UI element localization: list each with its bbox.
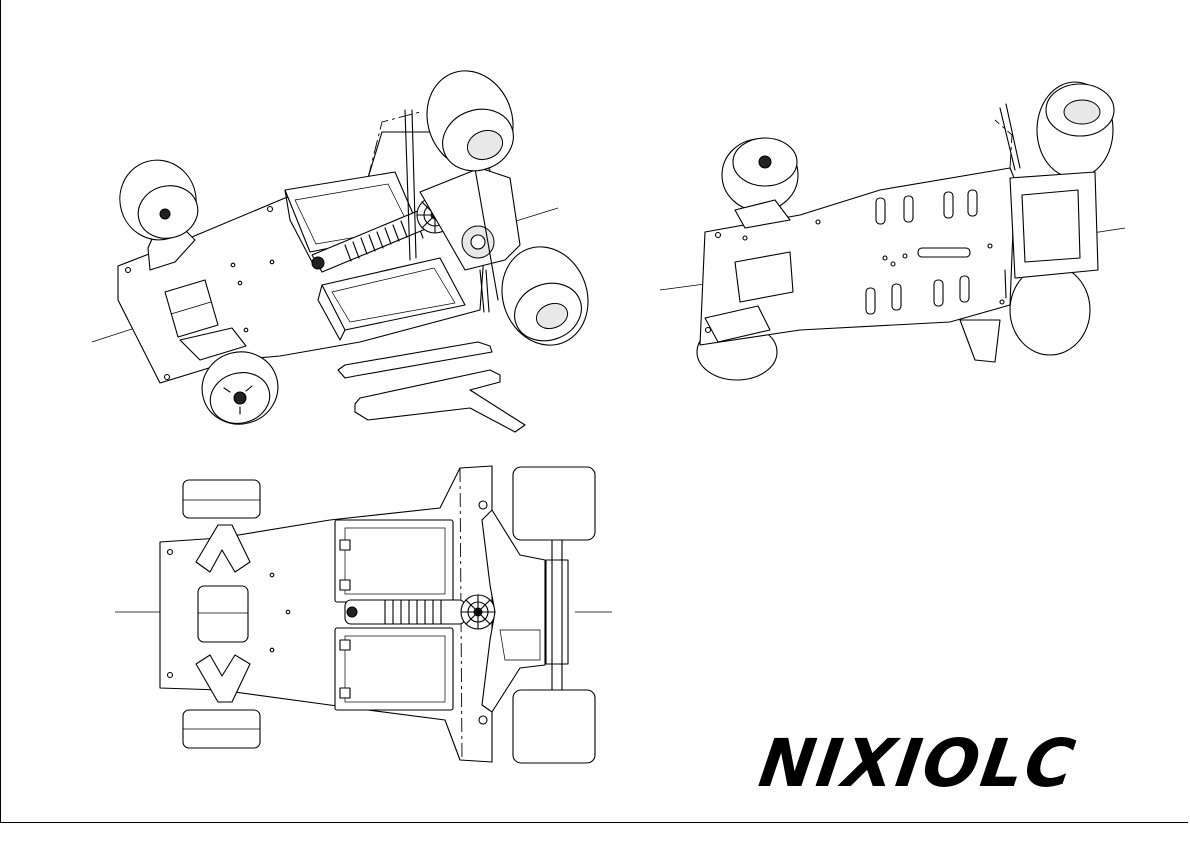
- front-wheel-top: [119, 159, 199, 241]
- brand-logo: NIXIOLC: [754, 725, 1082, 802]
- body-post: [404, 109, 417, 261]
- loose-bracket-2: [354, 369, 526, 433]
- front-arm-lower: [704, 305, 771, 343]
- battery-box-lower: [321, 257, 466, 331]
- front-wheel-top: [721, 137, 799, 212]
- spur-gear: [460, 594, 496, 630]
- front-arm-upper: [195, 524, 251, 573]
- rear-wheel-top: [512, 466, 596, 541]
- body-post: [999, 103, 1021, 171]
- front-wheel-bottom: [201, 351, 279, 425]
- front-wheel-top: [182, 479, 261, 519]
- front-arm-lower: [179, 327, 247, 361]
- rear-wheel-bottom: [1009, 264, 1091, 356]
- front-arm-lower: [195, 654, 251, 703]
- battery-box-upper: [334, 519, 454, 603]
- top-view: [115, 465, 612, 764]
- rear-wheel-top: [1036, 81, 1115, 179]
- iso-view-left: [91, 70, 589, 433]
- shock-absorber: [344, 599, 466, 625]
- battery-cutout: [734, 251, 794, 303]
- battery-cutout: [164, 279, 219, 338]
- sheet-frame: [0, 0, 1188, 823]
- loose-bracket-1: [337, 341, 493, 379]
- rear-wheel-bottom: [512, 689, 596, 764]
- rear-axle-carrier: [545, 559, 569, 665]
- motor-pod: [481, 509, 546, 713]
- rear-wheel-top: [426, 70, 514, 172]
- front-arm-upper: [734, 199, 791, 229]
- iso-view-right: [659, 81, 1126, 381]
- battery-box-lower: [334, 627, 454, 711]
- battery-cutout: [197, 585, 249, 643]
- rear-axle: [551, 529, 563, 691]
- chassis-slots: [865, 189, 978, 315]
- rear-wheel-bottom: [501, 246, 589, 346]
